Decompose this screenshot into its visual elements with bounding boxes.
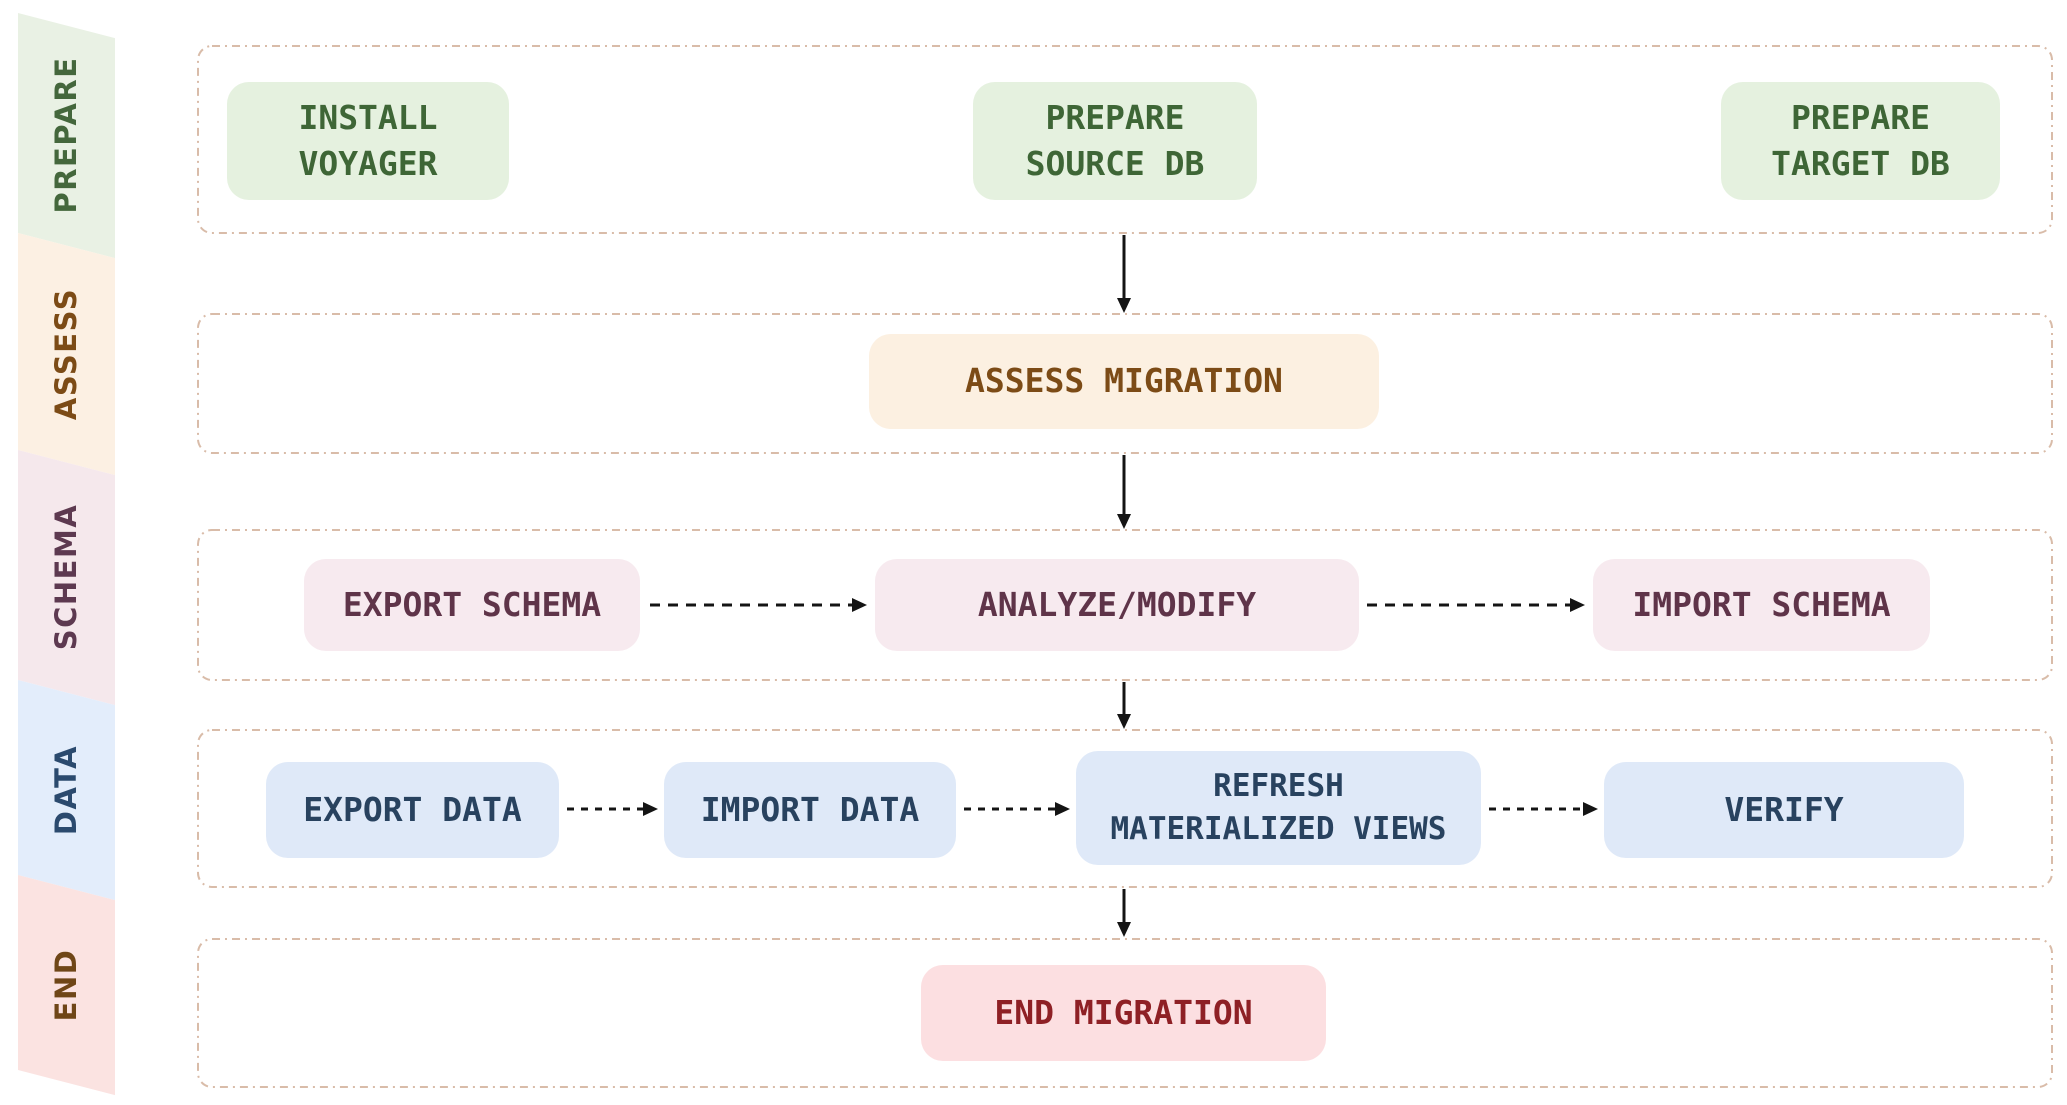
node-verify: VERIFY bbox=[1604, 762, 1964, 858]
node-export-data: EXPORT DATA bbox=[266, 762, 559, 858]
arrow-schema-to-data bbox=[1117, 682, 1131, 729]
lane-schema bbox=[197, 529, 2053, 681]
node-export-schema: EXPORT SCHEMA bbox=[304, 559, 640, 651]
node-analyze-modify: ANALYZE/MODIFY bbox=[875, 559, 1359, 651]
lane-data bbox=[197, 729, 2053, 888]
lane-prepare bbox=[197, 45, 2053, 234]
node-import-data: IMPORT DATA bbox=[664, 762, 956, 858]
arrow-export-schema-to-analyze bbox=[650, 598, 867, 612]
arrow-data-to-end bbox=[1117, 889, 1131, 937]
arrow-prepare-to-assess bbox=[1117, 235, 1131, 313]
arrow-refresh-to-verify bbox=[1489, 802, 1598, 816]
lane-end bbox=[197, 938, 2053, 1088]
arrow-analyze-to-import-schema bbox=[1367, 598, 1585, 612]
node-prepare-target-db: PREPARE TARGET DB bbox=[1721, 82, 2000, 200]
arrow-import-data-to-refresh bbox=[964, 802, 1070, 816]
lane-assess bbox=[197, 313, 2053, 454]
arrow-assess-to-schema bbox=[1117, 455, 1131, 529]
node-import-schema: IMPORT SCHEMA bbox=[1593, 559, 1930, 651]
node-end-migration: END MIGRATION bbox=[921, 965, 1326, 1061]
node-install-voyager: INSTALL VOYAGER bbox=[227, 82, 509, 200]
node-refresh-materialized-views: REFRESH MATERIALIZED VIEWS bbox=[1076, 751, 1481, 865]
node-assess-migration: ASSESS MIGRATION bbox=[869, 334, 1379, 429]
node-prepare-source-db: PREPARE SOURCE DB bbox=[973, 82, 1257, 200]
arrow-export-data-to-import-data bbox=[567, 802, 658, 816]
